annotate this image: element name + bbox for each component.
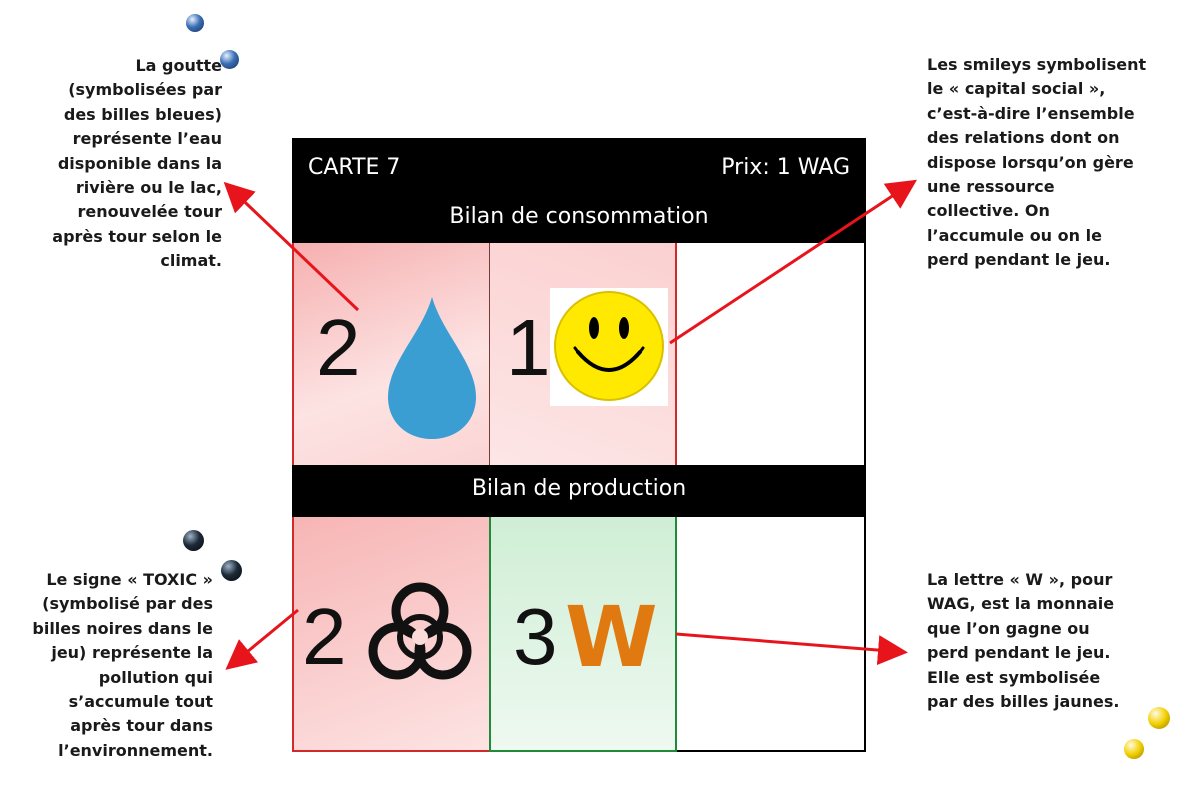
smiley-icon: [550, 288, 668, 406]
card-title: CARTE 7: [308, 155, 401, 180]
consumption-cell-water: 2: [292, 243, 489, 465]
water-count: 2: [316, 303, 361, 392]
production-heading: Bilan de production: [471, 476, 687, 501]
water-note: La goutte (symbolisées par des billes bl…: [52, 56, 222, 271]
water-drop-icon: [388, 297, 476, 439]
social-count: 1: [506, 303, 551, 392]
consumption-heading: Bilan de consommation: [449, 204, 709, 229]
production-cell-toxic: 2: [292, 517, 489, 752]
wag-count: 3: [513, 592, 558, 681]
biohazard-icon: [368, 582, 472, 680]
toxic-note: Le signe « TOXIC » (symbolisé par des bi…: [32, 570, 213, 760]
wag-w-icon: W: [565, 588, 658, 686]
consumption-cell-empty: [677, 243, 866, 465]
arrow-water: [223, 181, 360, 312]
wag-note: La lettre « W », pour WAG, est la monnai…: [927, 570, 1120, 712]
blue-marble-icon: [220, 50, 239, 69]
yellow-marble-icon: [1124, 739, 1144, 759]
yellow-marble-icon: [1148, 707, 1170, 729]
card-price: Prix: 1 WAG: [721, 155, 850, 180]
arrow-social: [669, 179, 918, 345]
consumption-cell-social: 1: [489, 243, 677, 465]
production-cell-empty: [677, 517, 866, 752]
card-header: CARTE 7 Prix: 1 WAG Bilan de consommatio…: [292, 138, 866, 243]
production-cell-wag: 3 W: [489, 517, 677, 752]
arrow-wag: [675, 632, 908, 666]
arrow-toxic: [225, 608, 299, 670]
black-marble-icon: [221, 560, 242, 581]
toxic-count: 2: [302, 592, 347, 681]
game-card: CARTE 7 Prix: 1 WAG Bilan de consommatio…: [292, 138, 866, 752]
black-marble-icon: [183, 530, 204, 551]
production-header: Bilan de production: [292, 465, 866, 517]
social-capital-note: Les smileys symbolisent le « capital soc…: [927, 55, 1147, 270]
blue-marble-icon: [186, 14, 204, 32]
